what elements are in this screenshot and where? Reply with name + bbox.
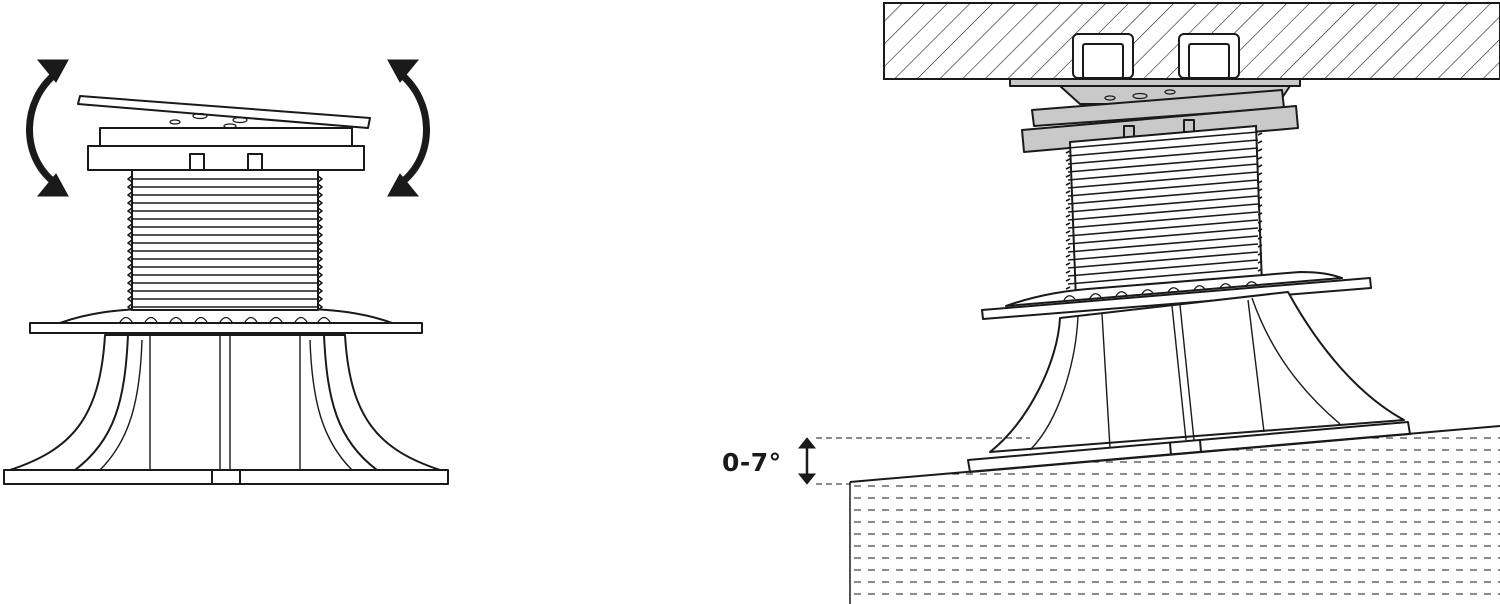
left-pedestal <box>3 95 449 485</box>
thread-line <box>127 175 323 183</box>
thread-line <box>1065 211 1263 234</box>
slope-angle-label: 0-7° <box>722 448 782 477</box>
thread-line <box>1065 147 1263 170</box>
thread-line <box>127 295 323 303</box>
tilting-head-plate <box>77 95 371 129</box>
thread-line <box>127 247 323 255</box>
thread-line <box>127 271 323 279</box>
tilt-arrow-right <box>387 59 430 197</box>
thread-line <box>1065 243 1263 266</box>
tilt-arrow-left <box>26 59 69 197</box>
thread-line <box>1065 171 1263 194</box>
tilting-head <box>77 95 371 171</box>
thread-line <box>127 279 323 287</box>
thread-line <box>1065 155 1263 178</box>
thread-line <box>1065 139 1263 162</box>
thread-line <box>127 231 323 239</box>
thread-line <box>1065 131 1263 154</box>
thread-line <box>127 287 323 295</box>
thread-line <box>1065 259 1263 282</box>
thread-line <box>1065 227 1263 250</box>
thread-line <box>1065 203 1263 226</box>
thread-line <box>1065 195 1263 218</box>
thread-line <box>1065 187 1263 210</box>
thread-line <box>1065 179 1263 202</box>
thread-line <box>127 207 323 215</box>
thread-line <box>127 223 323 231</box>
threaded-column-right <box>1065 124 1264 302</box>
thread-line <box>127 303 323 311</box>
slope-indicator <box>797 437 1030 485</box>
sloped-ground <box>849 425 1500 604</box>
thread-line <box>127 183 323 191</box>
support-base <box>3 308 449 485</box>
joist-profile <box>1072 33 1240 79</box>
thread-line <box>1065 219 1263 242</box>
thread-line <box>127 255 323 263</box>
thread-line <box>1065 163 1263 186</box>
thread-line <box>127 215 323 223</box>
thread-line <box>127 191 323 199</box>
thread-line <box>1065 251 1263 274</box>
thread-line <box>1065 267 1263 290</box>
thread-line <box>1065 235 1263 258</box>
thread-line <box>127 199 323 207</box>
base-plate <box>967 271 1411 473</box>
thread-line <box>127 239 323 247</box>
threaded-column <box>127 169 323 311</box>
thread-line <box>127 263 323 271</box>
